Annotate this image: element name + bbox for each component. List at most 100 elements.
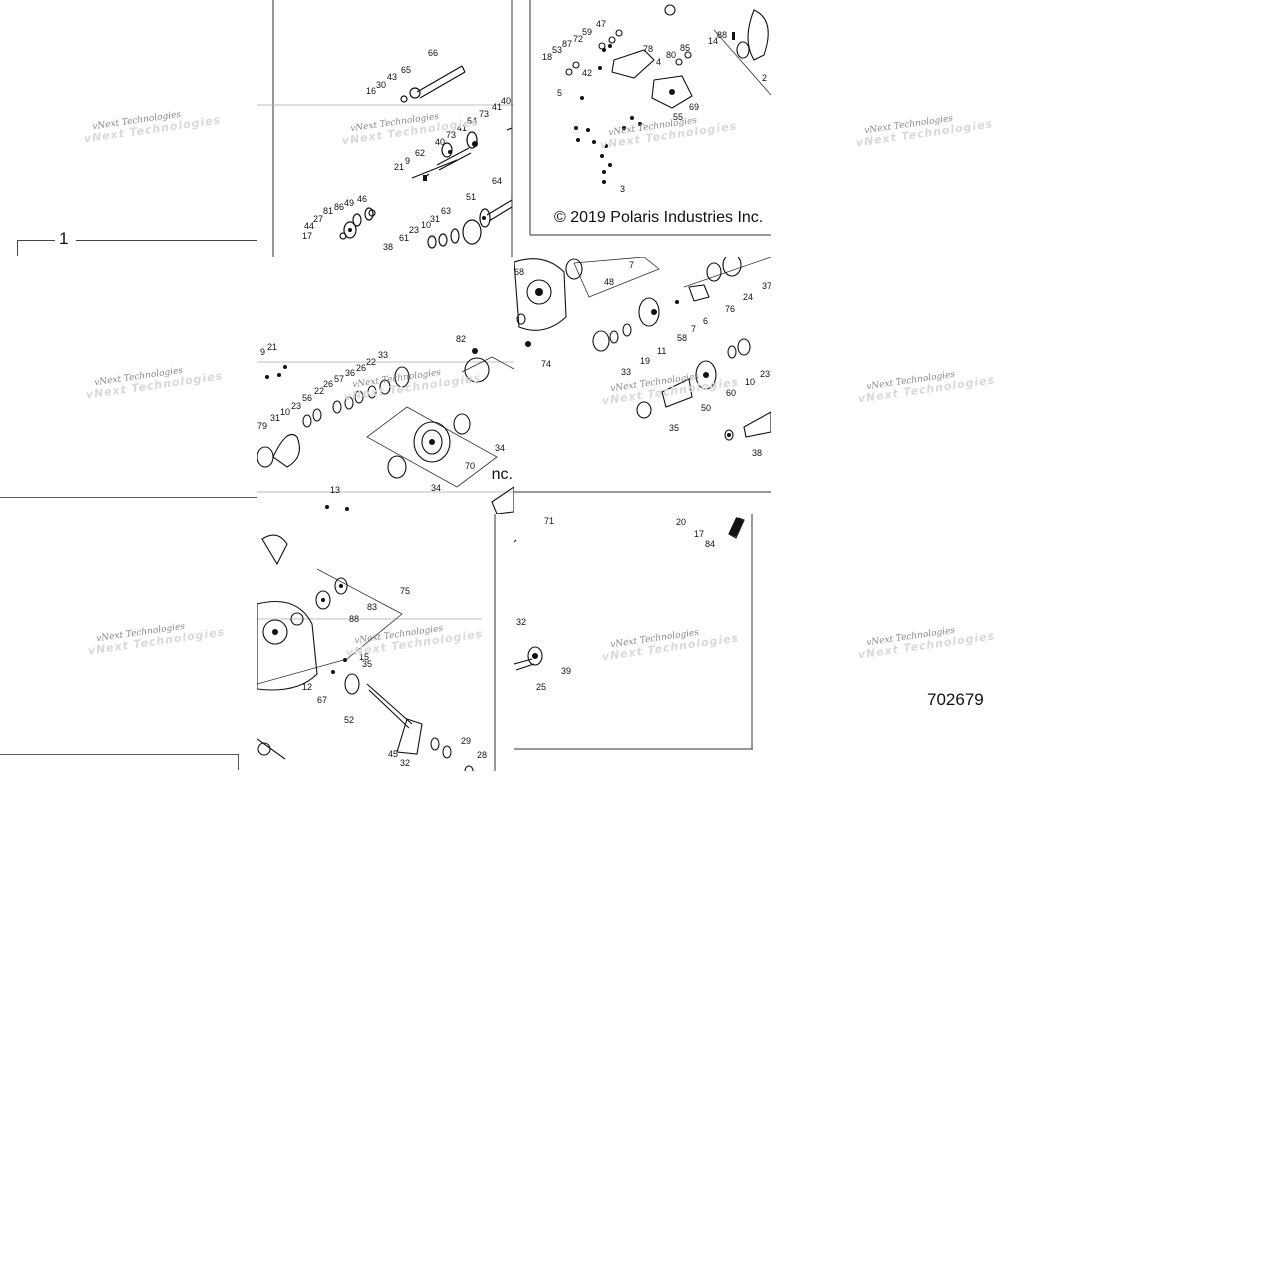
part-label-64: 64 <box>492 176 502 186</box>
part-label-53: 53 <box>552 45 562 55</box>
part-label-79: 79 <box>257 421 267 431</box>
part-label-65: 65 <box>401 65 411 75</box>
part-label-71: 71 <box>544 516 554 526</box>
tile-a-svg: 66 43 65 30 16 41 40 73 54 41 40 73 62 9… <box>257 0 514 257</box>
part-label-40b: 40 <box>435 137 445 147</box>
part-label-21: 21 <box>394 162 404 172</box>
part-label-31: 31 <box>430 214 440 224</box>
part-label-67: 67 <box>317 695 327 705</box>
part-label-9: 9 <box>260 347 265 357</box>
part-label-60: 60 <box>726 388 736 398</box>
tile-e-svg: 75 83 88 15 35 12 67 52 45 32 29 28 <box>257 514 496 771</box>
copyright-text: © 2019 Polaris Industries Inc. <box>554 209 763 226</box>
part-label-23: 23 <box>760 369 770 379</box>
part-label-6: 6 <box>703 316 708 326</box>
callout-one-leader-right <box>76 240 257 241</box>
tile-e-output-shaft: 75 83 88 15 35 12 67 52 45 32 29 28 <box>257 514 496 771</box>
part-label-81: 81 <box>323 206 333 216</box>
part-label-31: 31 <box>270 413 280 423</box>
part-label-49: 49 <box>344 198 354 208</box>
part-label-5: 5 <box>557 88 562 98</box>
part-label-43: 43 <box>387 72 397 82</box>
tile-d-case-gears: 68 7 48 76 24 37 6 7 58 74 11 19 33 23 1… <box>514 257 771 514</box>
part-label-86: 86 <box>334 202 344 212</box>
part-label-29: 29 <box>461 736 471 746</box>
frame-rule-low-left-tick <box>238 754 239 770</box>
part-label-66: 66 <box>428 48 438 58</box>
part-label-4: 4 <box>656 57 661 67</box>
part-label-75: 75 <box>400 586 410 596</box>
part-label-69: 69 <box>689 102 699 112</box>
part-label-12: 12 <box>302 682 312 692</box>
part-label-2: 2 <box>762 73 767 83</box>
part-label-54: 54 <box>467 116 477 126</box>
part-label-61: 61 <box>399 233 409 243</box>
part-label-51: 51 <box>466 192 476 202</box>
part-label-47: 47 <box>596 19 606 29</box>
part-label-70: 70 <box>465 461 475 471</box>
part-label-34b: 34 <box>431 483 441 493</box>
tile-f-svg: 71 20 17 84 32 39 25 <box>514 514 753 750</box>
part-label-33: 33 <box>378 350 388 360</box>
tile-a-shift-shaft-parts: 66 43 65 30 16 41 40 73 54 41 40 73 62 9… <box>257 0 514 257</box>
part-label-33: 33 <box>621 367 631 377</box>
part-label-52: 52 <box>344 715 354 725</box>
part-label-22b: 22 <box>314 386 324 396</box>
part-label-48: 48 <box>604 277 614 287</box>
part-label-23: 23 <box>291 401 301 411</box>
part-label-41a: 41 <box>492 102 502 112</box>
diagram-number: 702679 <box>927 690 984 709</box>
part-label-26a: 26 <box>356 363 366 373</box>
part-label-40a: 40 <box>501 96 511 106</box>
part-label-18: 18 <box>542 52 552 62</box>
part-label-41b: 41 <box>457 123 467 133</box>
callout-one-leader-tick <box>17 240 18 256</box>
part-label-36: 36 <box>345 368 355 378</box>
part-label-88: 88 <box>349 614 359 624</box>
part-label-17: 17 <box>694 529 704 539</box>
part-label-17: 17 <box>302 231 312 241</box>
part-label-37: 37 <box>762 281 771 291</box>
frame-rule-low-left <box>0 754 239 755</box>
callout-one-leader <box>17 240 55 241</box>
part-label-55: 55 <box>673 112 683 122</box>
part-label-10: 10 <box>421 220 431 230</box>
part-label-82: 82 <box>456 334 466 344</box>
tile-f-pinion: 71 20 17 84 32 39 25 <box>514 514 753 750</box>
part-label-20: 20 <box>676 517 686 527</box>
part-label-7a: 7 <box>629 260 634 270</box>
part-label-23: 23 <box>409 225 419 235</box>
part-label-38: 38 <box>752 448 762 458</box>
part-label-45: 45 <box>388 749 398 759</box>
part-label-50: 50 <box>701 403 711 413</box>
part-label-78: 78 <box>643 44 653 54</box>
part-label-32: 32 <box>516 617 526 627</box>
part-label-32: 32 <box>400 758 410 768</box>
part-label-25: 25 <box>536 682 546 692</box>
frame-rule-mid-left <box>0 497 257 498</box>
part-label-58: 58 <box>677 333 687 343</box>
part-label-59: 59 <box>582 27 592 37</box>
part-label-73b: 73 <box>446 130 456 140</box>
part-label-46: 46 <box>357 194 367 204</box>
tile-c-svg: 82 21 9 33 22 26 36 57 26 22 56 23 10 31… <box>257 334 514 514</box>
part-label-63: 63 <box>441 206 451 216</box>
part-label-13: 13 <box>330 485 340 495</box>
part-label-62: 62 <box>415 148 425 158</box>
part-label-85: 85 <box>680 43 690 53</box>
part-label-73a: 73 <box>479 109 489 119</box>
part-label-15: 15 <box>359 652 369 662</box>
part-label-87: 87 <box>562 39 572 49</box>
part-label-22a: 22 <box>366 357 376 367</box>
part-label-16: 16 <box>366 86 376 96</box>
part-label-24: 24 <box>743 292 753 302</box>
part-label-56: 56 <box>302 393 312 403</box>
part-label-83: 83 <box>367 602 377 612</box>
part-label-27: 27 <box>313 214 323 224</box>
